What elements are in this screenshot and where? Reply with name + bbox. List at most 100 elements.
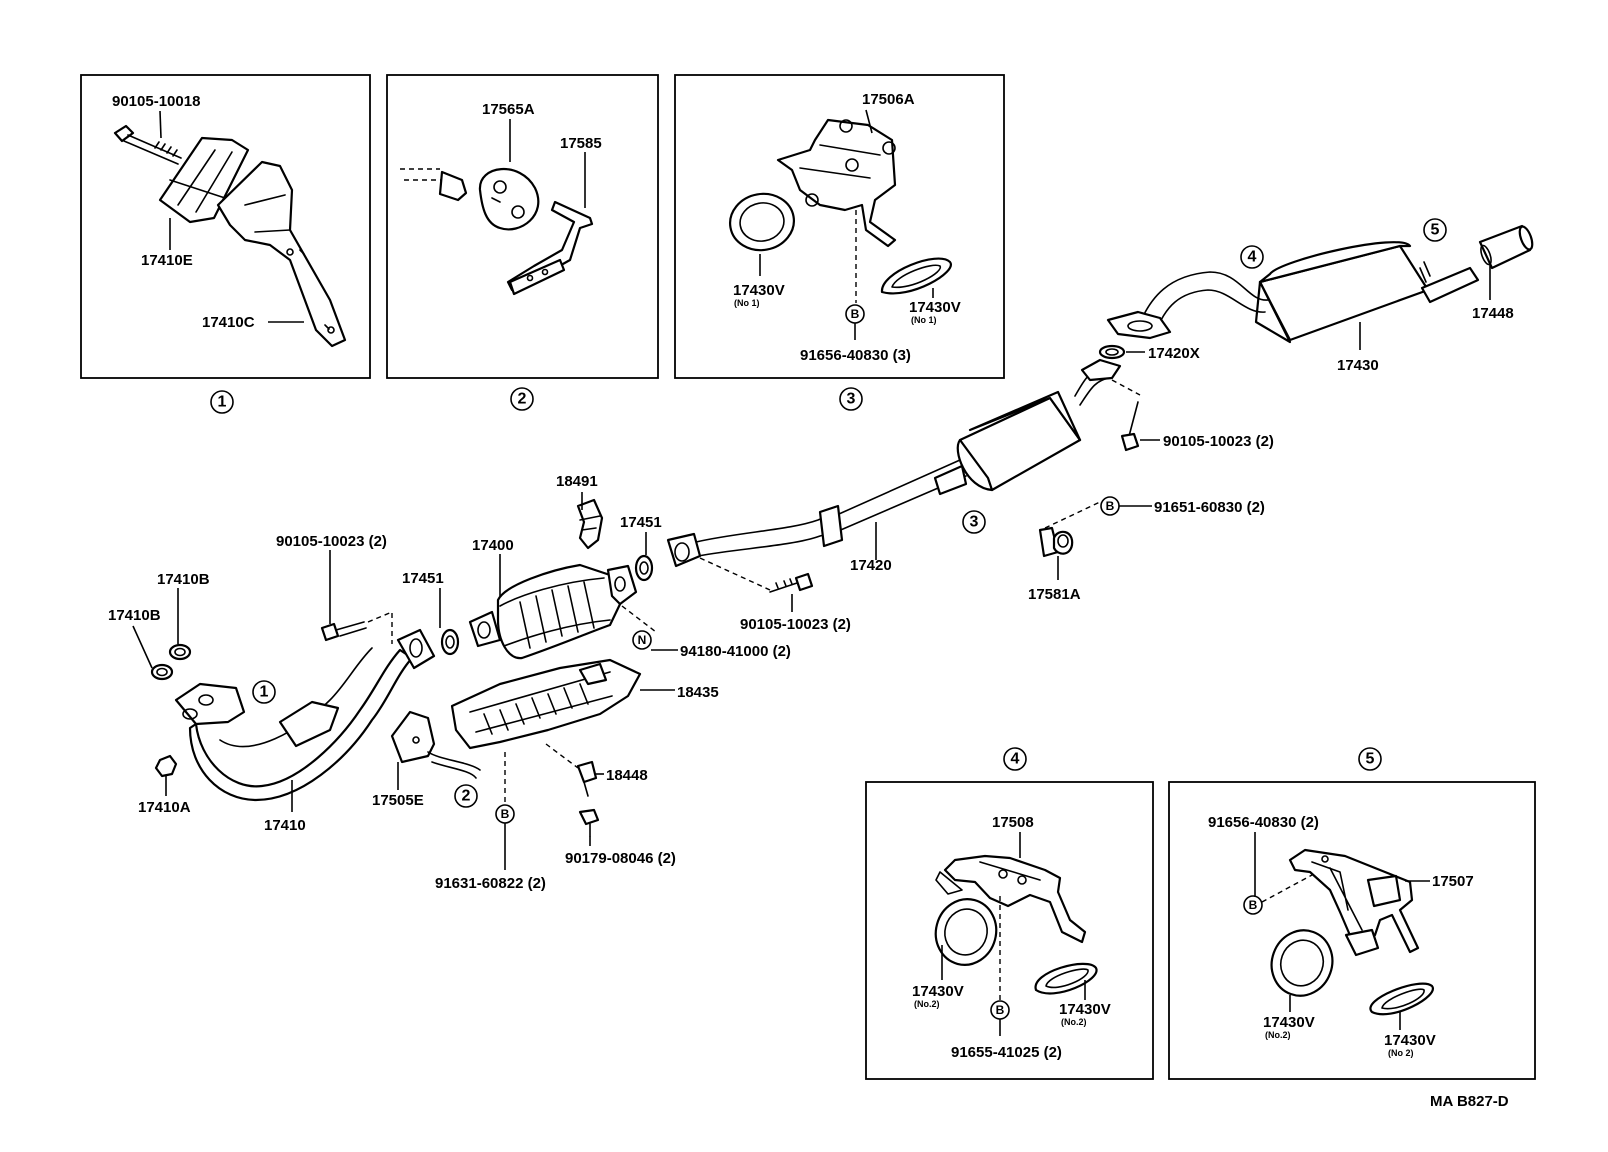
label-part: 17451 [620, 514, 662, 531]
callout-circle [210, 390, 234, 414]
label-part: 17410B [108, 607, 161, 624]
callout-circle [454, 784, 478, 808]
label-part: 91651-60830 (2) [1154, 499, 1265, 516]
symbol-letter: B [1106, 499, 1115, 513]
label-part: 90179-08046 (2) [565, 850, 676, 867]
label-part: 91656-40830 (2) [1208, 814, 1319, 831]
gasket-part [440, 628, 460, 656]
leader [159, 110, 162, 139]
label-part: 17410C [202, 314, 255, 331]
label-part: 17430 [1337, 357, 1379, 374]
label-part: 90105-10023 (2) [740, 616, 851, 633]
symbol-circle [1243, 895, 1263, 915]
panel-2-frame [386, 74, 659, 379]
label-part: 17430V [1263, 1014, 1315, 1031]
label-part: 90105-10018 [112, 93, 200, 110]
symbol-circle [632, 630, 652, 650]
rubber-ring-oval [1369, 982, 1434, 1016]
label-part: 18491 [556, 473, 598, 490]
callout-circle [510, 387, 534, 411]
panel-4-frame [865, 781, 1154, 1080]
bracket-part [935, 854, 1087, 944]
callout-number: 3 [847, 391, 856, 408]
clip-part [545, 743, 598, 797]
screw-part [578, 808, 600, 837]
label-part: 17505E [372, 792, 424, 809]
leader [132, 625, 153, 669]
callout-number: 4 [1248, 249, 1257, 266]
diagram-code: MA B827-D [1430, 1093, 1509, 1110]
panel-5: 5 91656-40830 (2) B 17507 17430V (No.2) … [1168, 747, 1536, 1080]
gasket-part [1098, 344, 1126, 360]
label-part: 91655-41025 (2) [951, 1044, 1062, 1061]
clamp-part [158, 136, 250, 224]
label-part: 91656-40830 (3) [800, 347, 911, 364]
label-part: 17420 [850, 557, 892, 574]
label-part: 17508 [992, 814, 1034, 831]
symbol-letter: B [996, 1003, 1005, 1017]
panel-5-frame [1168, 781, 1536, 1080]
rubber-ring [1270, 929, 1334, 997]
label-part: 90105-10023 (2) [1163, 433, 1274, 450]
label-part: 17410 [264, 817, 306, 834]
label-part: 17581A [1028, 586, 1081, 603]
label-note: (No.2) [1265, 1030, 1291, 1040]
muffler-part [1254, 241, 1480, 344]
symbol-letter: N [638, 633, 647, 647]
bracket-part [776, 118, 897, 248]
tailpipe-part [1478, 224, 1534, 270]
label-part: 17430V [1384, 1032, 1436, 1049]
label-part: 17430V [909, 299, 961, 316]
callout-number: 2 [462, 788, 471, 805]
leader [865, 109, 873, 134]
panel-3: 17506A 17430V (No 1) 17430V (No 1) B 916… [674, 74, 1005, 411]
bolt-part [769, 572, 814, 593]
bracket-part [216, 160, 347, 348]
label-part: 18448 [606, 767, 648, 784]
rubber-ring-oval [880, 257, 952, 295]
nut-part [154, 754, 178, 778]
symbol-letter: B [501, 807, 510, 821]
callout-number: 5 [1366, 751, 1375, 768]
hanger-part [1038, 526, 1074, 558]
rear-pipe-part [1106, 271, 1269, 340]
label-part: 94180-41000 (2) [680, 643, 791, 660]
label-part: 17410B [157, 571, 210, 588]
callout-number: 3 [970, 514, 979, 531]
label-part: 17430V [733, 282, 785, 299]
dashed-leader [1111, 379, 1141, 396]
callout-number: 2 [518, 391, 527, 408]
label-part: 17400 [472, 537, 514, 554]
label-part: 91631-60822 (2) [435, 875, 546, 892]
bolt-part [1120, 401, 1140, 452]
panel-1: 90105-10018 17410E 17410C 1 [80, 74, 371, 414]
bracket-part [1288, 848, 1420, 957]
callout-circle [962, 510, 986, 534]
heat-shield-part [450, 658, 642, 750]
hanger-rod [506, 200, 594, 296]
center-muffler-part [956, 358, 1122, 492]
callout-number: 1 [260, 684, 269, 701]
dashed-leader [1261, 874, 1313, 903]
callout-number: 5 [1431, 222, 1440, 239]
panel-3-frame [674, 74, 1005, 379]
main-assembly: 17448 17430 4 5 17420X [108, 218, 1534, 892]
label-note: (No.2) [914, 999, 940, 1009]
bracket-part [576, 498, 604, 550]
symbol-letter: B [851, 307, 860, 321]
dashed-leader [621, 605, 657, 633]
callout-circle [1423, 218, 1447, 242]
callout-number: 4 [1011, 751, 1020, 768]
label-part: 18435 [677, 684, 719, 701]
label-part: 17430V [912, 983, 964, 1000]
label-part: 17410A [138, 799, 191, 816]
dashed-leader [1044, 501, 1101, 529]
rubber-ring [729, 192, 795, 252]
panel-4: 4 17508 17430V (No.2) 17430V (No.2) B 91… [865, 747, 1154, 1080]
label-part: 17506A [862, 91, 915, 108]
label-note: (No 1) [911, 315, 937, 325]
dashed-leader [699, 557, 771, 591]
center-pipe-part [666, 459, 968, 568]
label-part: 17430V [1059, 1001, 1111, 1018]
